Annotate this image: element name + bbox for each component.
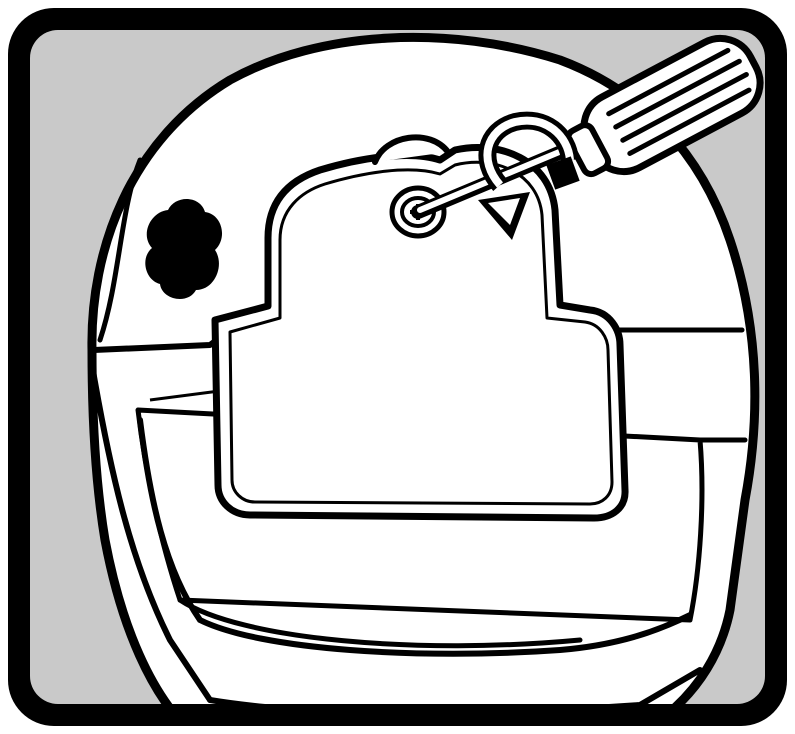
instruction-illustration bbox=[0, 0, 795, 734]
illustration-canvas bbox=[0, 0, 795, 734]
